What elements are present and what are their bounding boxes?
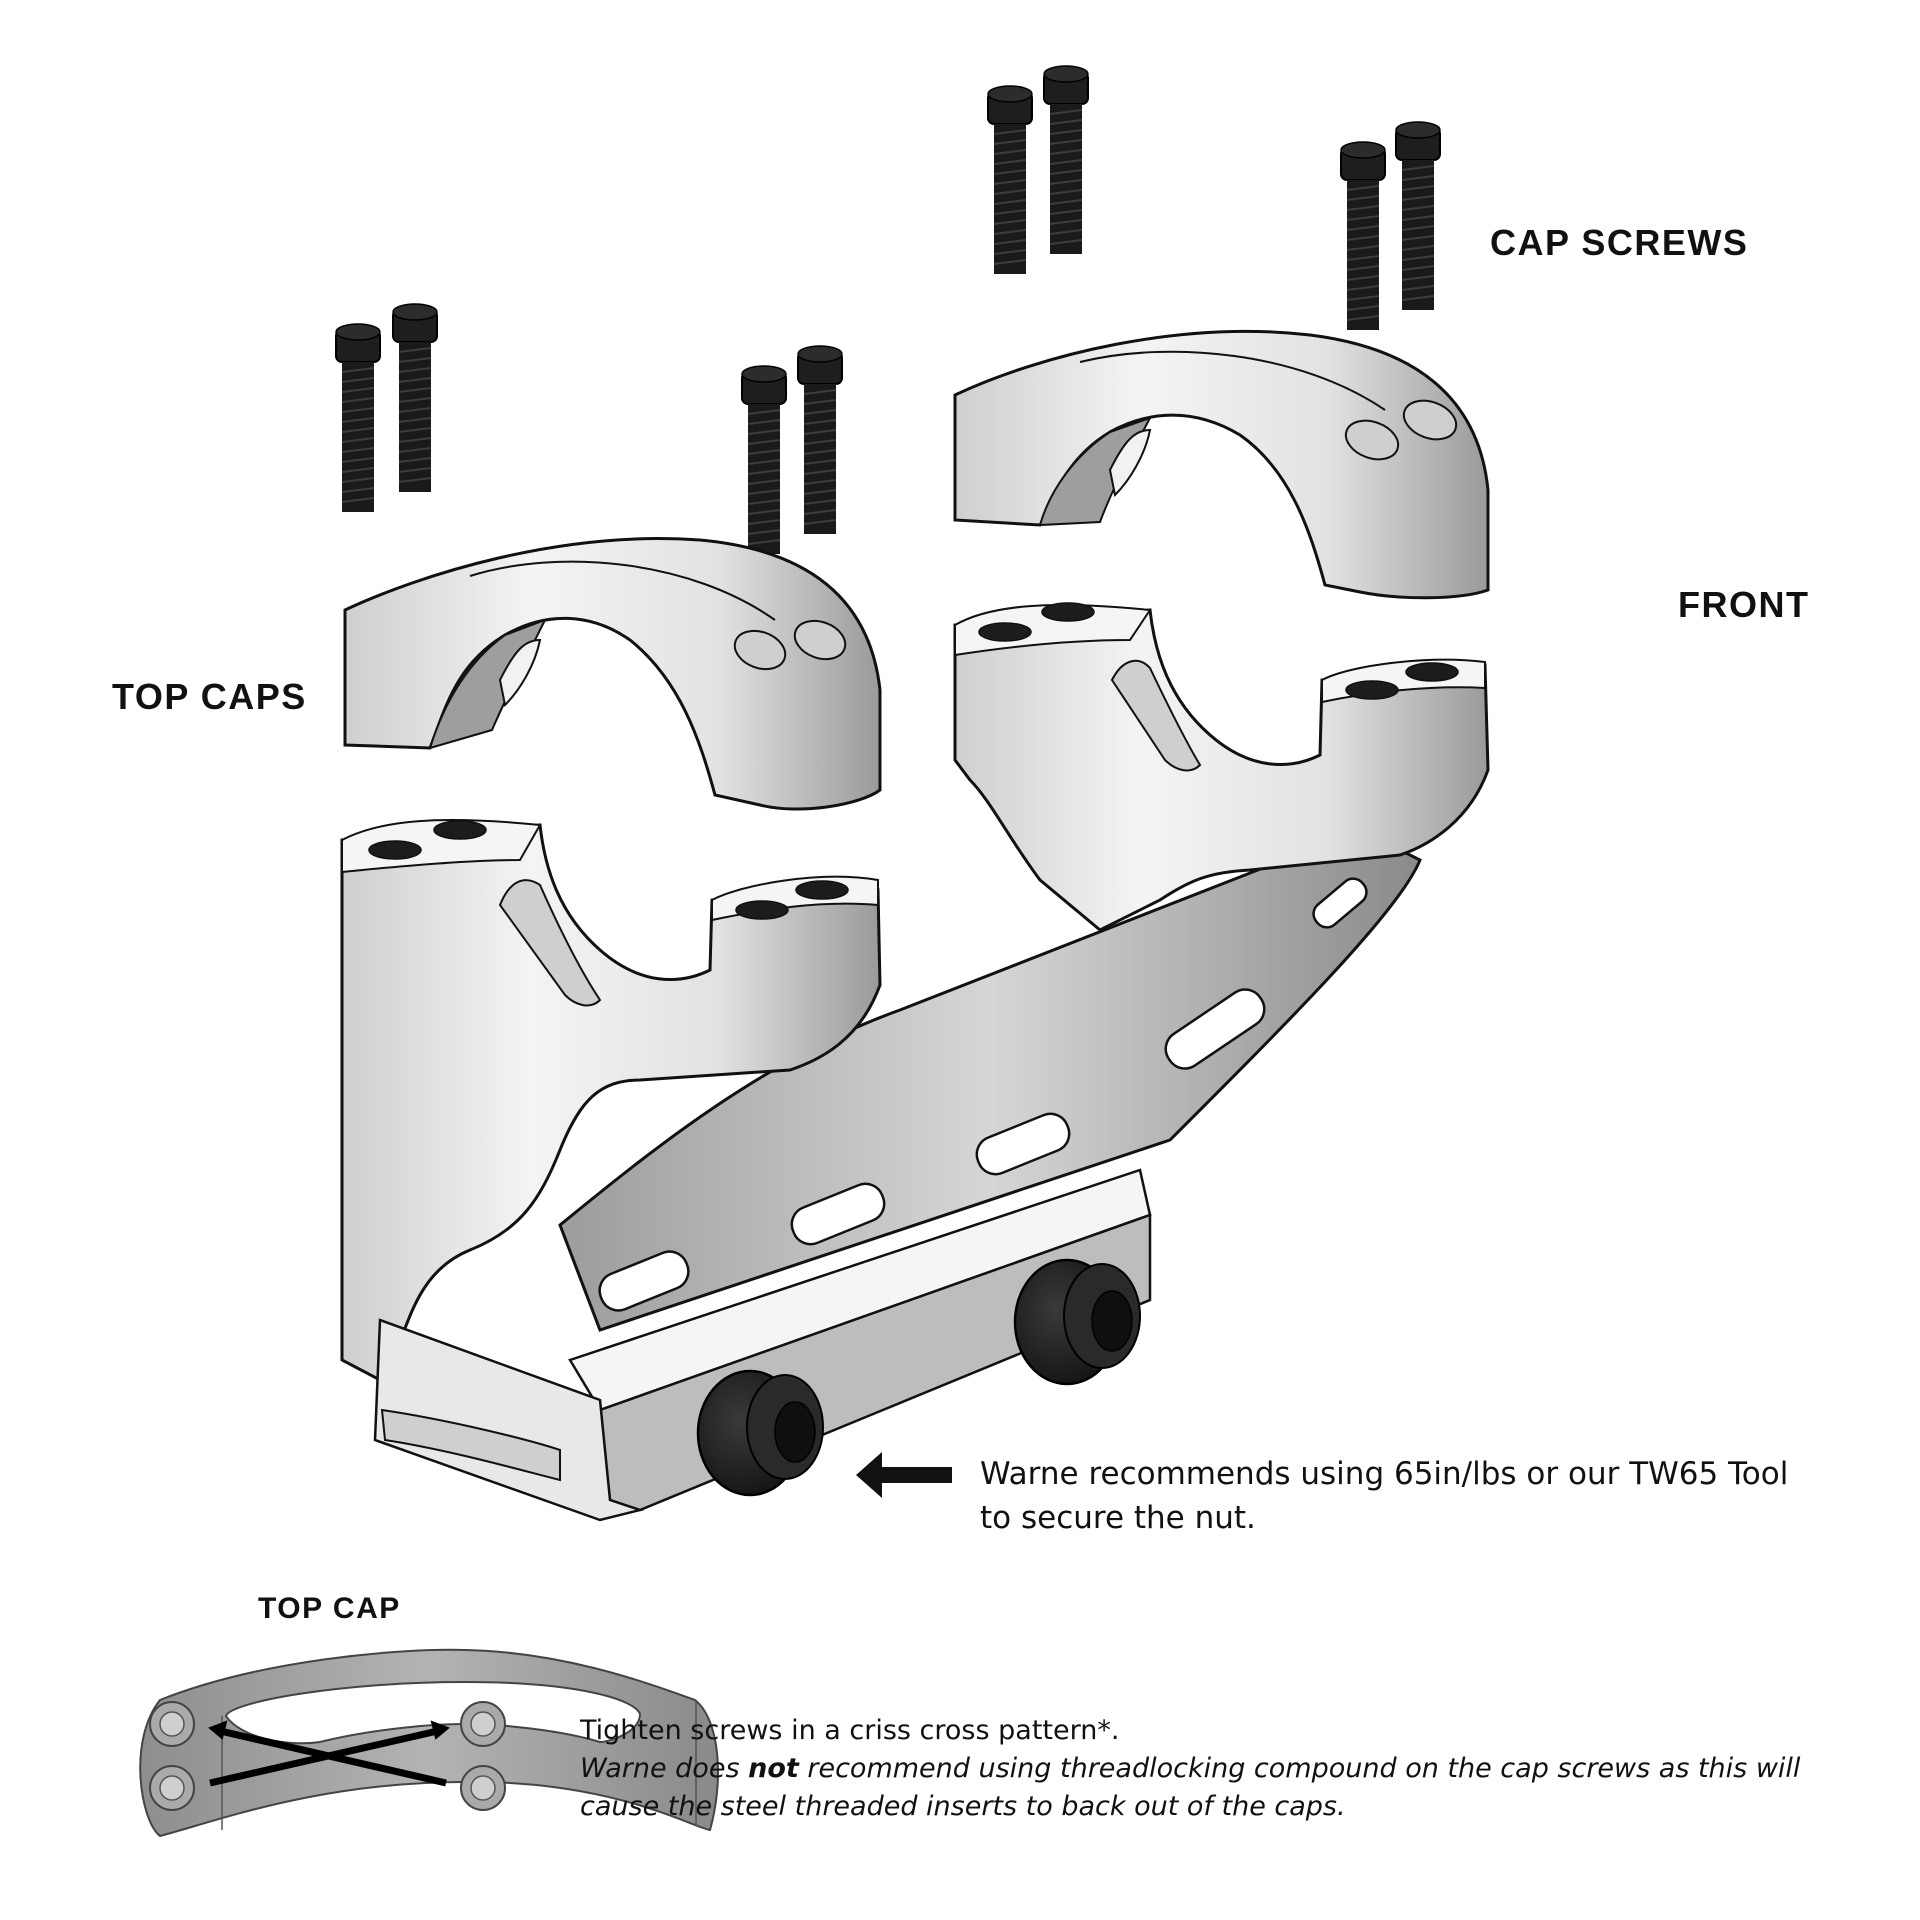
top-cap-front — [953, 329, 1490, 600]
lightening-slot — [1164, 988, 1266, 1070]
cap-screw — [1043, 65, 1089, 255]
cap-screw — [741, 365, 787, 555]
cap-screws-rear-right — [741, 345, 843, 555]
cap-screw-hole — [368, 840, 422, 860]
cap-screw — [392, 303, 438, 493]
cap-screw-hole — [735, 900, 789, 920]
cap-screw-hole — [795, 880, 849, 900]
cap-screw-head — [460, 1765, 506, 1811]
cap-screw-head — [149, 1765, 195, 1811]
tightening-line-1: Tighten screws in a criss cross pattern*… — [580, 1715, 1120, 1746]
label-front: FRONT — [1678, 584, 1810, 625]
cap-screw — [1395, 121, 1441, 311]
cap-screws-front-right — [1340, 121, 1441, 331]
cap-screw-hole — [433, 820, 487, 840]
cap-screw-head — [460, 1701, 506, 1747]
cross-bolt-nut-rear — [696, 1369, 824, 1497]
tightening-line-3: cause the steel threaded inserts to back… — [580, 1791, 1346, 1822]
cap-screw-hole — [1405, 662, 1459, 682]
cap-screw-hole — [978, 622, 1032, 642]
tightening-line-2-prefix: Warne does — [580, 1753, 749, 1784]
cap-screw — [987, 85, 1033, 275]
lightening-slot — [1312, 877, 1368, 929]
cap-screw — [335, 323, 381, 513]
nut-torque-note: Warne recommends using 65in/lbs or our T… — [980, 1452, 1840, 1540]
lightening-slot — [975, 1112, 1071, 1176]
cap-screw-head — [149, 1701, 195, 1747]
tightening-note: Tighten screws in a criss cross pattern*… — [580, 1712, 1840, 1826]
top-cap-inset — [139, 1648, 719, 1838]
ring-base — [340, 602, 1490, 1522]
cap-screws-front-left — [987, 65, 1089, 275]
label-top-caps: TOP CAPS — [112, 676, 307, 717]
nut-torque-line-2: to secure the nut. — [980, 1500, 1256, 1536]
top-cap-rear — [343, 537, 882, 811]
tightening-emphasis: not — [748, 1753, 799, 1784]
label-cap-screws: CAP SCREWS — [1490, 222, 1749, 263]
lightening-slot — [790, 1182, 886, 1246]
cap-screw-hole — [1041, 602, 1095, 622]
tightening-line-2-suffix: recommend using threadlocking compound o… — [798, 1753, 1801, 1784]
cap-screw — [797, 345, 843, 535]
nut-torque-line-1: Warne recommends using 65in/lbs or our T… — [980, 1456, 1789, 1492]
tightening-line-2: Warne does not recommend using threadloc… — [580, 1750, 1840, 1788]
cap-screw-hole — [1345, 680, 1399, 700]
lightening-slot — [598, 1250, 690, 1312]
criss-cross-arrows — [208, 1720, 450, 1787]
cap-screw — [1340, 141, 1386, 331]
cross-bolt-nut-front — [1013, 1258, 1141, 1386]
arrow-left-icon — [856, 1452, 952, 1498]
cap-screws-rear-left — [335, 303, 438, 513]
label-top-cap: TOP CAP — [258, 1592, 401, 1625]
